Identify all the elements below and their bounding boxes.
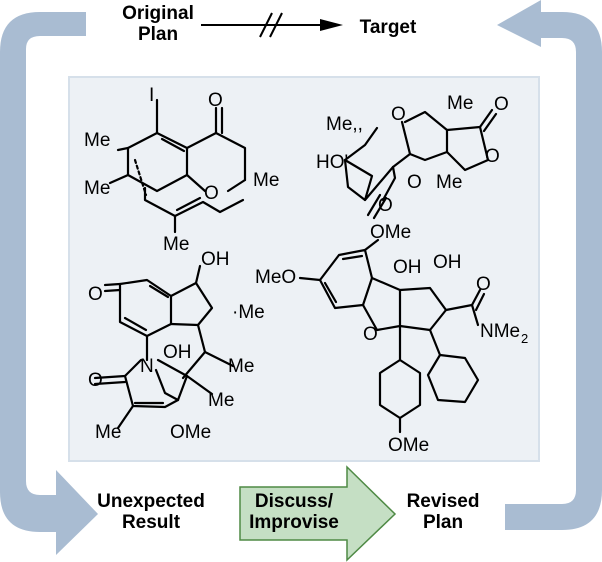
- plan-arrowhead: [320, 19, 343, 31]
- svg-text:Me: Me: [163, 234, 189, 255]
- svg-text:Me: Me: [436, 172, 462, 193]
- atom-I: I: [149, 85, 154, 106]
- svg-text:2: 2: [521, 331, 528, 346]
- svg-text:Me: Me: [84, 130, 110, 151]
- svg-text:O: O: [476, 274, 491, 295]
- target-label: Target: [359, 17, 417, 38]
- svg-text:O: O: [494, 94, 509, 115]
- svg-text:O: O: [88, 284, 103, 305]
- svg-text:OH: OH: [201, 249, 230, 270]
- svg-text:O: O: [208, 90, 223, 111]
- discuss-improvise-arrow[interactable]: [239, 465, 397, 562]
- svg-text:Me: Me: [253, 170, 279, 191]
- svg-text:HO': HO': [316, 152, 348, 173]
- molecule-top-left: I O Me Me O Me Me: [84, 85, 279, 255]
- revised-plan-label: Revised Plan: [406, 491, 480, 533]
- svg-text:Me: Me: [208, 390, 234, 411]
- break-mark-1: [259, 12, 273, 38]
- original-plan-label: Original Plan: [122, 3, 194, 45]
- svg-text:NMe: NMe: [480, 321, 520, 342]
- svg-text:Me: Me: [447, 93, 473, 114]
- svg-text:Me: Me: [228, 356, 254, 377]
- molecule-bottom-left: OH O ·Me OH N Me O Me Me OMe: [88, 249, 265, 443]
- svg-text:OMe: OMe: [370, 222, 411, 243]
- svg-text:Me: Me: [84, 178, 110, 199]
- svg-text:OMe: OMe: [170, 422, 211, 443]
- svg-text:O: O: [407, 172, 422, 193]
- svg-text:Me,,: Me,,: [326, 114, 363, 135]
- svg-text:O: O: [485, 146, 500, 167]
- break-mark-2: [269, 12, 283, 38]
- molecules-panel: [68, 76, 540, 462]
- svg-text:OH: OH: [433, 252, 462, 273]
- svg-text:Me: Me: [95, 422, 121, 443]
- unexpected-result-label: Unexpected Result: [97, 491, 205, 533]
- svg-text:MeO: MeO: [255, 267, 296, 288]
- svg-text:O: O: [204, 183, 219, 204]
- discuss-improvise-label: Discuss/ Improvise: [249, 491, 339, 533]
- svg-text:·Me: ·Me: [232, 302, 265, 323]
- svg-text:O: O: [363, 324, 378, 345]
- svg-text:OH: OH: [163, 342, 192, 363]
- svg-text:O: O: [88, 370, 103, 391]
- right-cycle-arrow: [497, 0, 602, 530]
- svg-text:O: O: [391, 104, 406, 125]
- molecule-bottom-right: OMe MeO OH OH O NMe 2 O OMe: [255, 222, 528, 456]
- molecule-top-right: Me,, O Me O O HO' O Me O: [316, 93, 509, 220]
- svg-text:N: N: [140, 356, 154, 377]
- svg-text:OMe: OMe: [388, 435, 429, 456]
- left-cycle-arrow: [0, 12, 98, 555]
- svg-text:O: O: [378, 195, 393, 216]
- svg-text:OH: OH: [393, 257, 422, 278]
